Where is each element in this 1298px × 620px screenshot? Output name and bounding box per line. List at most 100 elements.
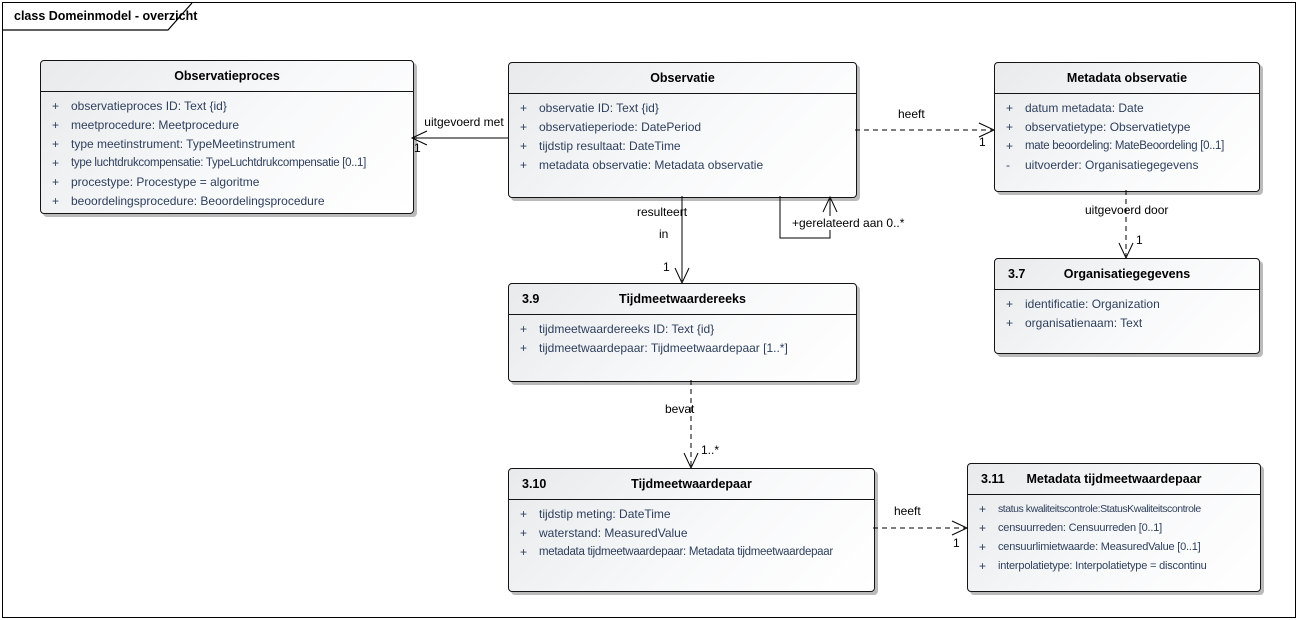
attribute-row: + tijdstip meting: DateTime xyxy=(509,505,874,524)
visibility-marker: + xyxy=(1006,139,1014,153)
relation-label-gerelateerd-aan: +gerelateerd aan 0..* xyxy=(791,216,906,230)
visibility-marker: + xyxy=(520,341,528,355)
attribute-row: + observatieproces ID: Text {id} xyxy=(41,97,413,116)
attribute-row: +procestype: Procestype = algoritme xyxy=(41,173,413,192)
attribute-row: +censuurlimietwaarde: MeasuredValue [0..… xyxy=(968,538,1260,557)
attribute-row: + tijdmeetwaardepaar: Tijdmeetwaardepaar … xyxy=(509,339,856,358)
relation-multiplicity: 1 xyxy=(663,260,670,274)
visibility-marker: + xyxy=(520,545,528,559)
visibility-marker: + xyxy=(979,540,987,554)
attribute-text: meetprocedure: Meetprocedure xyxy=(71,118,240,132)
attribute-compartment: + status kwaliteitscontrole:StatusKwalite… xyxy=(968,495,1260,576)
attribute-row: + status kwaliteitscontrole:StatusKwalite… xyxy=(968,500,1260,519)
relation-multiplicity: 1 xyxy=(1136,233,1143,247)
relation-multiplicity: 1 xyxy=(953,536,960,550)
class-title: Observatieproces xyxy=(41,61,413,92)
class-number: 3.11 xyxy=(981,472,1005,486)
class-number: 3.9 xyxy=(522,292,540,306)
attribute-row: +type meetinstrument: TypeMeetinstrument xyxy=(41,135,413,154)
visibility-marker: + xyxy=(52,175,60,189)
relation-label-heeft-tijdmeetwaardepaar: heeft xyxy=(894,504,921,518)
attribute-compartment: + observatieproces ID: Text {id} + meetpro… xyxy=(41,92,413,211)
visibility-marker: + xyxy=(52,137,60,151)
class-name: Tijdmeetwaardereeks xyxy=(619,292,746,306)
class-name: Metadata tijdmeetwaardepaar xyxy=(1026,472,1202,486)
class-number: 3.7 xyxy=(1008,267,1026,281)
visibility-marker: + xyxy=(1006,101,1014,115)
attribute-compartment: + tijdmeetwaardereeks ID: Text {id} + tijd… xyxy=(509,315,856,358)
attribute-text: waterstand: MeasuredValue xyxy=(539,526,688,540)
visibility-marker: + xyxy=(52,99,60,113)
attribute-text: tijdstip meting: DateTime xyxy=(539,507,671,521)
class-number: 3.10 xyxy=(522,477,547,491)
visibility-marker: + xyxy=(1006,316,1014,330)
class-box-tijdmeetwaardepaar[interactable]: 3.10 Tijdmeetwaardepaar + tijdstip meting… xyxy=(508,468,875,592)
relation-label-heeft-observatie: heeft xyxy=(898,107,925,121)
visibility-marker: + xyxy=(520,526,528,540)
class-title: 3.7 Organisatiegegevens xyxy=(995,259,1259,290)
visibility-marker: + xyxy=(520,101,528,115)
class-box-metadata-tijdmeetwaardepaar[interactable]: 3.11 Metadata tijdmeetwaardepaar + status… xyxy=(967,463,1261,592)
relation-label-uitgevoerd-met: uitgevoerd met xyxy=(424,115,504,129)
class-title: Metadata observatie xyxy=(995,63,1259,94)
attribute-row: +interpolatietype: Interpolatietype = di… xyxy=(968,557,1260,576)
attribute-text: metadata observatie: Metadata observatie xyxy=(539,158,764,172)
attribute-row: -uitvoerder: Organisatiegegevens xyxy=(995,156,1259,175)
visibility-marker: + xyxy=(520,139,528,153)
relation-label-in: in xyxy=(659,227,669,241)
class-name: Observatieproces xyxy=(174,69,280,83)
attribute-row: +censuurreden: Censuurreden [0..1] xyxy=(968,519,1260,538)
attribute-text: observatie ID: Text {id} xyxy=(539,101,659,115)
attribute-text: tijdmeetwaardepaar: Tijdmeetwaardepaar [… xyxy=(539,341,788,355)
attribute-text: status kwaliteitscontrole:StatusKwalitei… xyxy=(998,503,1201,515)
class-title: 3.9 Tijdmeetwaardereeks xyxy=(509,284,856,315)
attribute-text: identificatie: Organization xyxy=(1025,297,1160,311)
attribute-text: observatieperiode: DatePeriod xyxy=(539,120,702,134)
visibility-marker: + xyxy=(979,502,987,516)
attribute-row: +observatieperiode: DatePeriod xyxy=(509,118,856,137)
visibility-marker: + xyxy=(1006,120,1014,134)
attribute-text: type luchtdrukcompensatie: TypeLuchtdruk… xyxy=(71,157,366,169)
diagram-frame-title: class Domeinmodel - overzicht xyxy=(14,9,198,23)
attribute-row: + waterstand: MeasuredValue xyxy=(509,524,874,543)
visibility-marker: + xyxy=(520,158,528,172)
relation-multiplicity: 1 xyxy=(414,141,421,155)
attribute-text: beoordelingsprocedure: Beoordelingsproce… xyxy=(71,194,325,208)
attribute-text: tijdmeetwaardereeks ID: Text {id} xyxy=(539,322,715,336)
attribute-row: + datum metadata: Date xyxy=(995,99,1259,118)
attribute-row: + type luchtdrukcompensatie: TypeLuchtdru… xyxy=(41,154,413,173)
visibility-marker: + xyxy=(520,322,528,336)
class-box-tijdmeetwaardereeks[interactable]: 3.9 Tijdmeetwaardereeks + tijdmeetwaarder… xyxy=(508,283,857,382)
visibility-marker: + xyxy=(520,507,528,521)
relation-label-bevat: bevat xyxy=(665,402,695,416)
class-name: Metadata observatie xyxy=(1066,71,1188,85)
class-box-observatie[interactable]: Observatie +observatie ID: Text {id} +ob… xyxy=(508,62,857,198)
attribute-text: observatieproces ID: Text {id} xyxy=(71,99,227,113)
attribute-row: +metadata tijdmeetwaardepaar: Metadata t… xyxy=(509,543,874,562)
attribute-row: + observatie ID: Text {id} xyxy=(509,99,856,118)
class-title: 3.10 Tijdmeetwaardepaar xyxy=(509,469,874,500)
attribute-row: + beoordelingsprocedure: Beoordelingsproc… xyxy=(41,192,413,211)
class-title: 3.11 Metadata tijdmeetwaardepaar xyxy=(968,464,1260,495)
class-name: Tijdmeetwaardepaar xyxy=(631,477,752,491)
visibility-marker: + xyxy=(52,194,60,208)
visibility-marker: + xyxy=(52,156,60,170)
class-name: Observatie xyxy=(650,71,715,85)
relation-multiplicity: 1 xyxy=(979,135,986,149)
attribute-row: + metadata observatie: Metadata observati… xyxy=(509,156,856,175)
visibility-marker: - xyxy=(1006,158,1010,172)
attribute-text: datum metadata: Date xyxy=(1025,101,1144,115)
visibility-marker: + xyxy=(979,521,987,535)
relation-label-resulteert: resulteert xyxy=(637,205,688,219)
attribute-row: +observatietype: Observatietype xyxy=(995,118,1259,137)
visibility-marker: + xyxy=(1006,297,1014,311)
visibility-marker: + xyxy=(52,118,60,132)
attribute-row: + identificatie: Organization xyxy=(995,295,1259,314)
class-box-metadata-observatie[interactable]: Metadata observatie + datum metadata: Dat… xyxy=(994,62,1260,192)
visibility-marker: + xyxy=(979,559,987,573)
class-box-organisatiegegevens[interactable]: 3.7 Organisatiegegevens + identificatie: … xyxy=(994,258,1260,354)
attribute-text: mate beoordeling: MateBeoordeling [0..1] xyxy=(1025,140,1224,152)
class-box-observatieproces[interactable]: Observatieproces + observatieproces ID: T… xyxy=(40,60,414,214)
